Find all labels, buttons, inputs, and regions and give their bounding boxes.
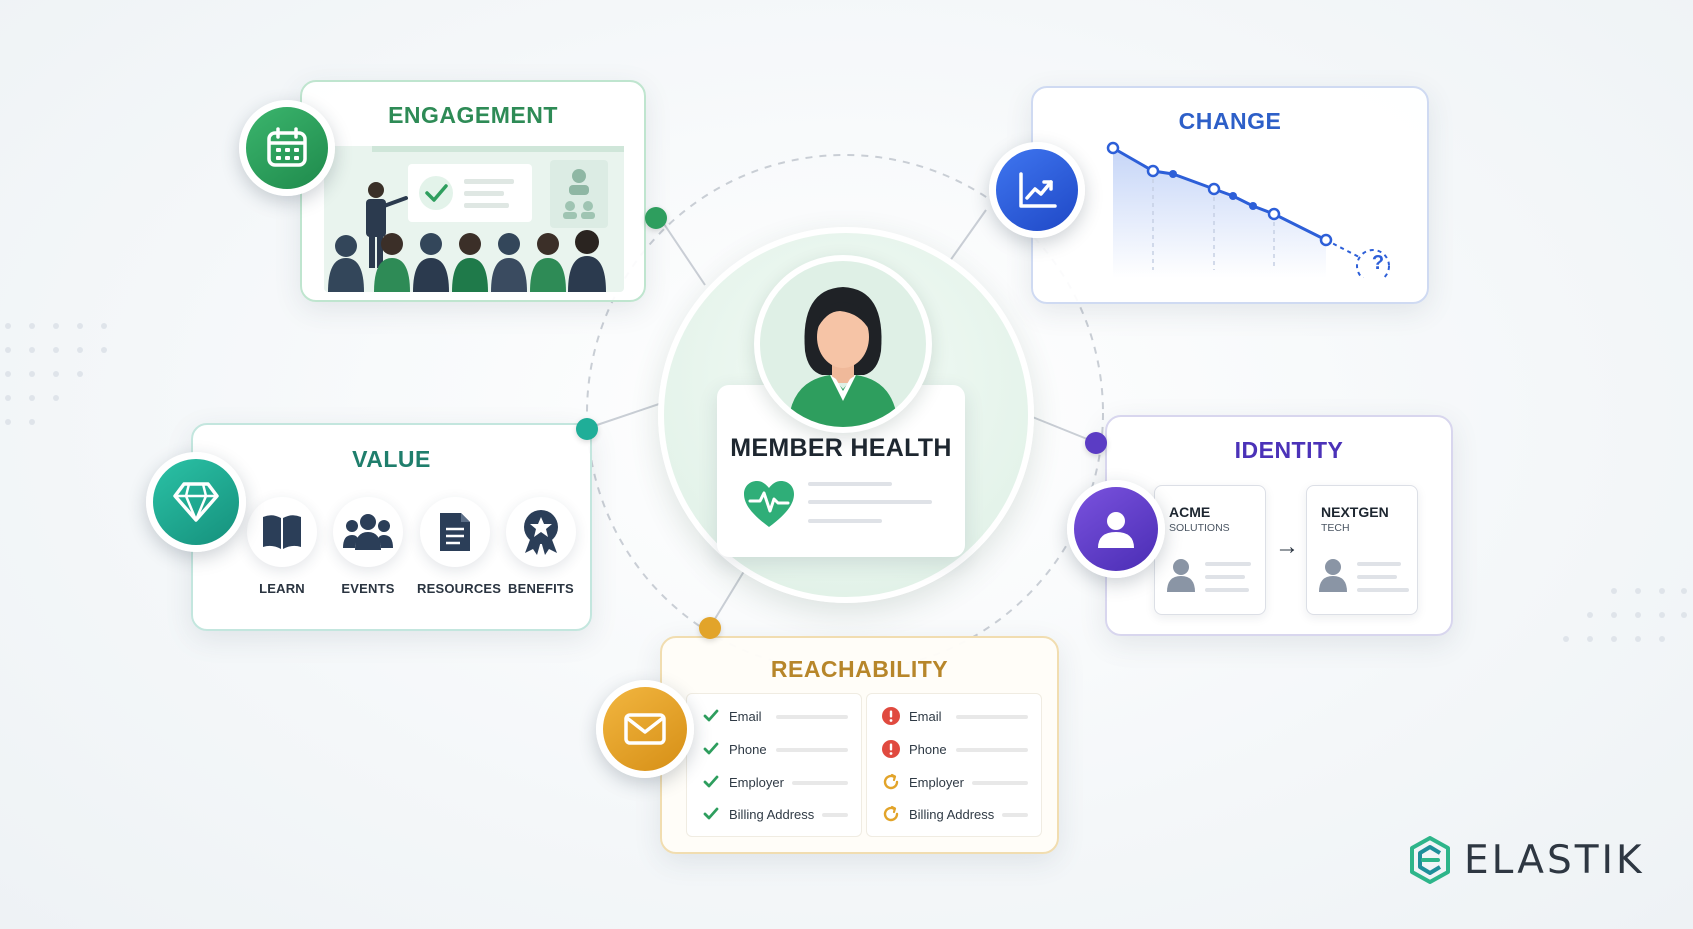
health-detail-line <box>808 482 892 486</box>
engagement-title: ENGAGEMENT <box>388 102 558 128</box>
engagement-connector-dot <box>645 207 667 229</box>
reachability-title: REACHABILITY <box>770 656 949 682</box>
value-item-label: EVENTS <box>341 581 395 596</box>
person-silhouette-icon <box>1167 559 1195 592</box>
value-item-label: BENEFITS <box>508 581 574 596</box>
reach-label: Employer <box>909 774 964 790</box>
declining-trend-chart <box>1106 141 1390 278</box>
reach-right-row: Billing Address <box>882 803 994 825</box>
value-item-benefits[interactable]: BENEFITS <box>503 497 579 596</box>
reach-right-row: Employer <box>882 771 964 793</box>
identity-badge <box>1067 480 1165 578</box>
reach-label: Phone <box>729 741 767 757</box>
change-badge <box>989 142 1085 238</box>
previous-employer-name: ACME <box>1169 504 1211 520</box>
value-item-learn[interactable]: LEARN <box>244 497 320 596</box>
reach-label: Billing Address <box>729 806 815 822</box>
user-icon <box>1098 512 1134 548</box>
refresh-icon <box>883 773 899 790</box>
reach-left-row: Email <box>702 705 762 727</box>
previous-employer-sub: SOLUTIONS <box>1169 522 1230 534</box>
brand-name: ELASTIK <box>1464 837 1645 883</box>
current-employer-card: NEXTGEN TECH <box>1306 485 1418 615</box>
detail-line <box>1357 575 1397 579</box>
person-silhouette-icon <box>1319 559 1347 592</box>
value-card[interactable]: VALUE LEARN EVENTS <box>191 423 592 631</box>
check-icon <box>703 709 719 722</box>
reach-label: Phone <box>909 741 947 757</box>
change-title: CHANGE <box>1178 108 1282 134</box>
reach-right-row: Email <box>882 705 942 727</box>
trend-chart-icon <box>1019 172 1057 208</box>
reachability-card[interactable]: REACHABILITY Email Phone Employer Billin… <box>660 636 1059 854</box>
value-item-events[interactable]: EVENTS <box>330 497 406 596</box>
decorative-dots-right <box>1563 588 1687 642</box>
calendar-icon <box>267 127 307 167</box>
detail-line <box>822 813 848 817</box>
transition-arrow: → <box>1275 533 1299 560</box>
detail-line <box>792 781 848 785</box>
detail-line <box>1205 562 1251 566</box>
detail-line <box>1357 588 1409 592</box>
detail-line <box>1357 562 1401 566</box>
detail-line <box>956 715 1028 719</box>
identity-connector-dot <box>1085 432 1107 454</box>
people-group-icon <box>343 514 393 550</box>
check-icon <box>703 807 719 820</box>
reach-label: Employer <box>729 774 784 790</box>
engagement-badge <box>239 100 335 196</box>
brand-logo: ELASTIK <box>1408 836 1645 884</box>
unknown-future-marker: ? <box>1371 252 1385 274</box>
reach-left-row: Employer <box>702 771 784 793</box>
book-icon <box>263 515 301 549</box>
health-detail-line <box>808 519 882 523</box>
previous-employer-card: ACME SOLUTIONS <box>1154 485 1266 615</box>
change-card[interactable]: CHANGE ? <box>1031 86 1429 304</box>
detail-line <box>1002 813 1028 817</box>
alert-icon <box>882 707 900 725</box>
reach-left-row: Billing Address <box>702 803 814 825</box>
diamond-icon <box>173 482 219 522</box>
value-title: VALUE <box>352 446 431 472</box>
heart-pulse-icon <box>744 481 794 527</box>
reach-label: Billing Address <box>909 806 995 822</box>
alert-icon <box>882 740 900 758</box>
decorative-dots-left <box>5 323 107 425</box>
elastik-logo-icon <box>1410 836 1450 884</box>
member-health-title: MEMBER HEALTH <box>730 434 952 462</box>
reachability-badge <box>596 680 694 778</box>
presentation-illustration <box>324 146 624 292</box>
reachability-connector-dot <box>699 617 721 639</box>
value-item-label: RESOURCES <box>417 581 502 596</box>
detail-line <box>776 715 848 719</box>
detail-line <box>1205 575 1245 579</box>
identity-card[interactable]: IDENTITY ACME SOLUTIONS → NEXTGEN TECH <box>1105 415 1453 636</box>
member-avatar <box>754 255 932 433</box>
detail-line <box>956 748 1028 752</box>
value-item-resources[interactable]: RESOURCES <box>417 497 502 596</box>
check-icon <box>703 742 719 755</box>
identity-title: IDENTITY <box>1234 437 1344 463</box>
award-ribbon-icon <box>524 510 558 555</box>
reach-label: Email <box>909 708 942 724</box>
detail-line <box>1205 588 1249 592</box>
woman-avatar-icon <box>788 287 898 427</box>
detail-line <box>972 781 1028 785</box>
check-icon <box>703 775 719 788</box>
reach-label: Email <box>729 708 762 724</box>
document-icon <box>440 513 470 551</box>
value-connector-dot <box>576 418 598 440</box>
current-employer-sub: TECH <box>1321 522 1350 534</box>
current-employer-name: NEXTGEN <box>1321 504 1389 520</box>
reach-right-row: Phone <box>882 738 947 760</box>
refresh-icon <box>883 805 899 822</box>
reach-left-row: Phone <box>702 738 767 760</box>
detail-line <box>776 748 848 752</box>
value-badge <box>146 452 246 552</box>
engagement-card[interactable]: ENGAGEMENT <box>300 80 646 302</box>
envelope-icon <box>624 713 666 745</box>
health-detail-line <box>808 500 932 504</box>
value-item-label: LEARN <box>259 581 305 596</box>
